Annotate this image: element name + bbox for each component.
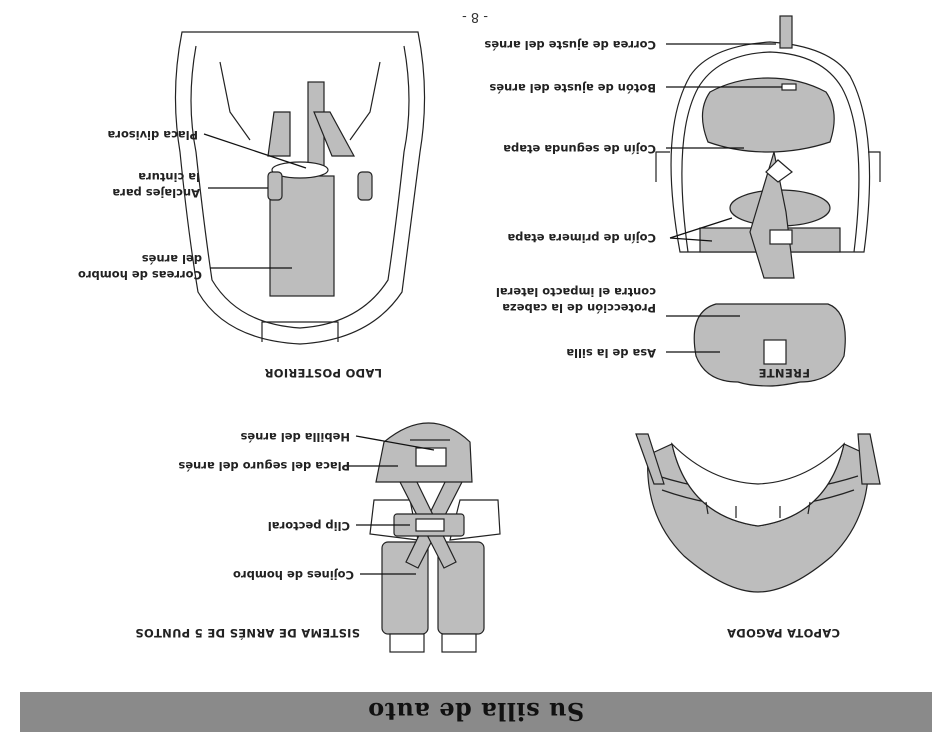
label-harness-buckle: Hebilla del arnés [240,430,351,444]
label-harness-latch-plate: Placa del seguro del arnés [178,459,350,473]
front-illustration [655,15,881,387]
label-shoulder-pads: Cojines de hombro [233,568,354,582]
label-shoulder-straps-2: del arnés [141,252,202,266]
label-shoulder-straps: Correas de hombro [77,268,202,282]
label-harness-adjust-button: Botón de ajuste del arnés [489,81,656,95]
page-number: - 8 - [462,9,488,24]
harness-caption: SISTEMA DE ARNÉS DE 5 PUNTOS [135,626,360,640]
label-first-stage-cushion: Cojín de primera etapa [507,231,656,245]
front-caption: FRENTE [758,366,810,380]
leader-lines [203,43,782,575]
label-chest-clip: Clip pectoral [267,519,350,533]
label-waist-anchors-2: la cintura [138,170,200,184]
label-head-protection-2: contra el impacto lateral [495,285,656,299]
canopy-illustration [635,433,881,593]
harness-illustration [369,422,501,653]
canopy-caption: CAPOTA PAGODA [726,626,840,640]
label-seat-handle: Asa de la silla [566,346,656,360]
label-harness-adjust-strap: Correa de ajuste del arnés [484,38,656,52]
back-illustration [174,31,426,345]
label-second-stage-cushion: Cojín de segunda etapa [503,142,656,156]
label-splitter-plate: Placa divisora [107,128,198,142]
back-caption: LADO POSTERIOR [264,366,382,380]
label-head-protection: Protección de la cabeza [502,301,656,315]
label-waist-anchors: Anclajes para [112,186,200,200]
